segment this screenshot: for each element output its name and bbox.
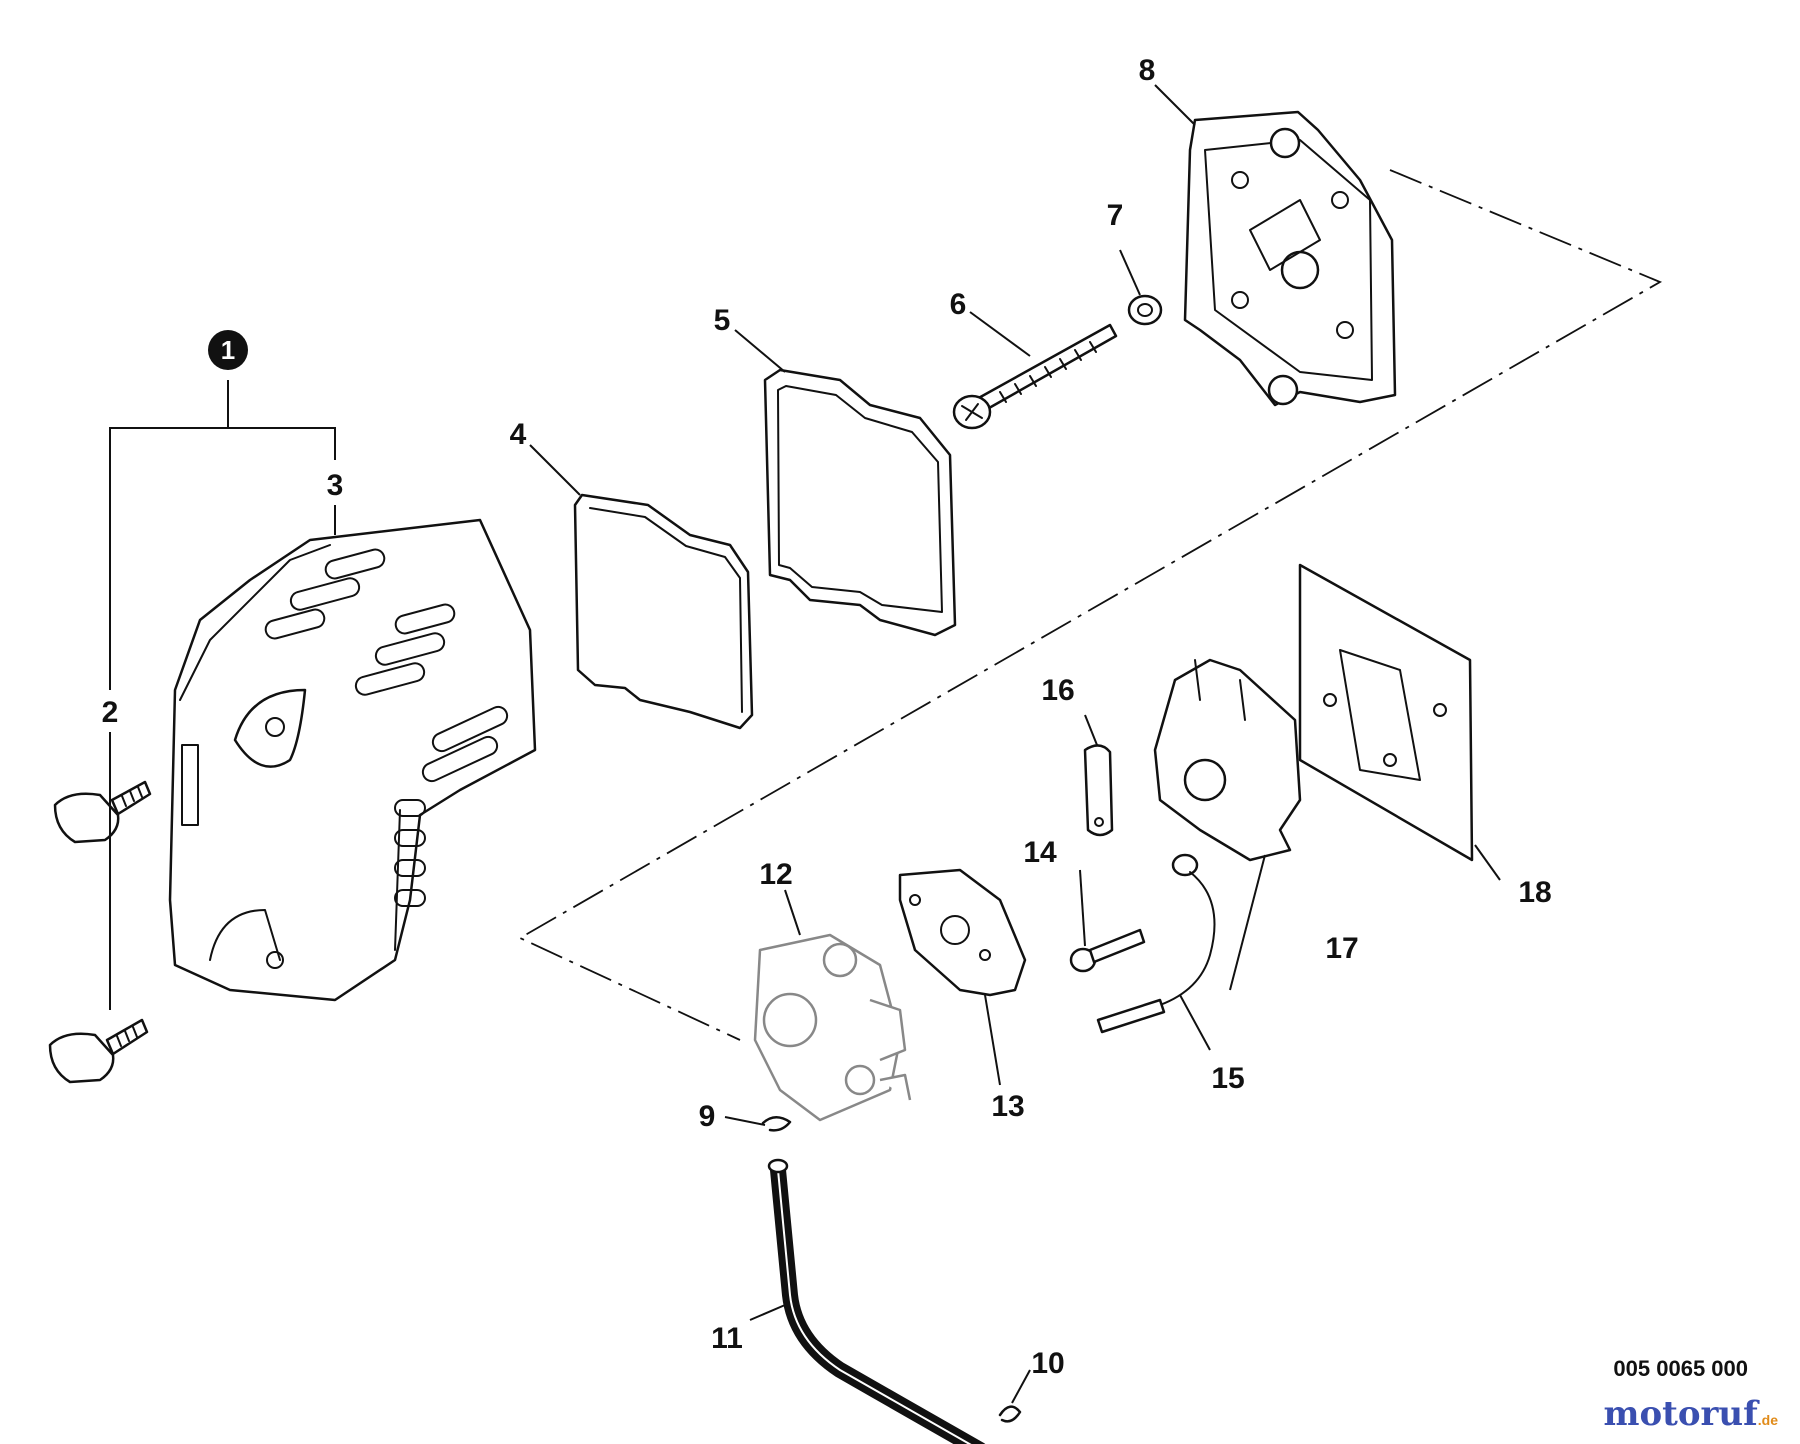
leader-lines [109,84,1501,1404]
callout-7: 7 [1107,199,1124,232]
clip-ring [761,1116,792,1132]
callout-8: 8 [1139,54,1156,87]
alignment-plane-line [518,169,1663,1041]
callout-3: 3 [327,469,344,502]
clip-small [998,1405,1022,1423]
air-cleaner-cover [168,518,537,1002]
callout-17: 17 [1325,932,1358,965]
callout-11: 11 [711,1322,743,1355]
knob-screw-upper [53,780,152,844]
callout-2: 2 [102,696,119,729]
watermark-tld: .de [1757,1412,1778,1428]
callout-9: 9 [699,1100,716,1133]
insulator [1153,658,1302,862]
gasket-frame [763,368,957,637]
callout-4: 4 [510,418,527,451]
callout-5: 5 [714,304,731,337]
long-screw [952,323,1118,430]
callout-6: 6 [950,288,967,321]
watermark-main: motoruf [1603,1394,1758,1434]
washer [1127,294,1163,326]
fuel-pipe [767,1158,986,1444]
watermark-logo: motoruf.de [1603,1394,1778,1434]
document-number: 005 0065 000 [1613,1356,1748,1381]
air-cleaner-case [1183,110,1397,407]
callout-13: 13 [991,1090,1024,1123]
callout-18: 18 [1518,876,1551,909]
callout-14: 14 [1023,836,1057,869]
callout-10: 10 [1031,1347,1064,1380]
callout-15: 15 [1211,1062,1244,1095]
knob-screw-lower [48,1018,149,1084]
callout-12: 12 [759,858,792,891]
assembly-marker-label: 1 [221,335,235,365]
assembly-marker: 1 [208,330,248,370]
carburetor [753,933,912,1122]
bolt [1069,928,1146,973]
air-filter [573,493,754,730]
carburetor-gasket [898,868,1027,997]
insulator-gasket [1298,563,1474,862]
callout-16: 16 [1041,674,1074,707]
ground-lead [1096,853,1216,1034]
plate-lever [1083,744,1114,837]
